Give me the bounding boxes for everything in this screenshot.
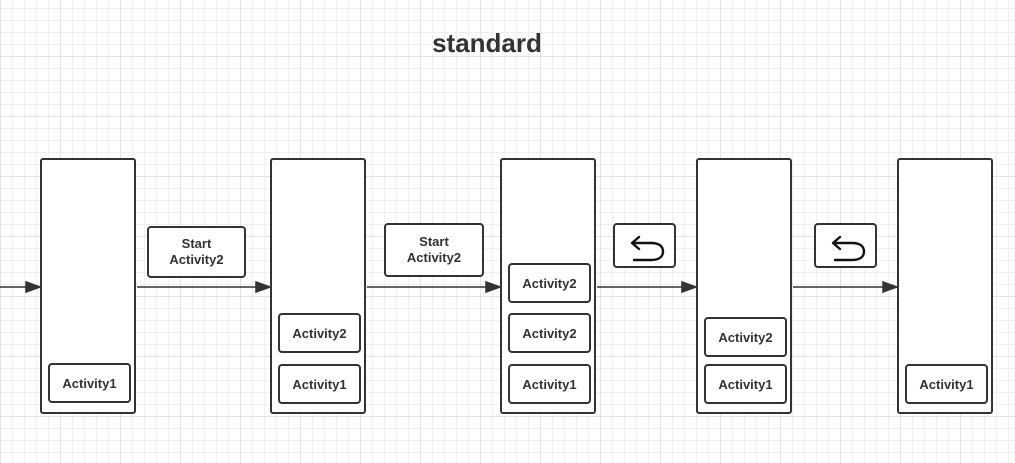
stack-activity: Activity1	[508, 364, 591, 404]
stack-activity: Activity1	[278, 364, 361, 404]
back-button-box	[814, 223, 877, 268]
arrowhead-2	[485, 280, 503, 294]
back-button-box	[613, 223, 676, 268]
stack-activity: Activity1	[905, 364, 988, 404]
entry-arrowhead	[25, 280, 43, 294]
task-stack-2: Activity2 Activity1	[270, 158, 366, 414]
stack-activity: Activity2	[508, 263, 591, 303]
arrowhead-4	[882, 280, 900, 294]
task-stack-5: Activity1	[897, 158, 993, 414]
task-stack-4: Activity2 Activity1	[696, 158, 792, 414]
arrowhead-1	[255, 280, 273, 294]
stack-activity: Activity2	[508, 313, 591, 353]
diagram-title: standard	[432, 28, 542, 58]
task-stack-1: Activity1	[40, 158, 136, 414]
back-arrow-icon	[831, 235, 866, 262]
stack-activity: Activity2	[704, 317, 787, 357]
task-stack-3: Activity2 Activity2 Activity1	[500, 158, 596, 414]
start-activity2-label: Start Activity2	[147, 226, 246, 278]
arrowhead-3	[681, 280, 699, 294]
stack-activity: Activity1	[704, 364, 787, 404]
stack-activity: Activity2	[278, 313, 361, 353]
stack-activity: Activity1	[48, 363, 131, 403]
start-activity2-label: Start Activity2	[384, 223, 484, 277]
back-arrow-icon	[630, 235, 665, 262]
